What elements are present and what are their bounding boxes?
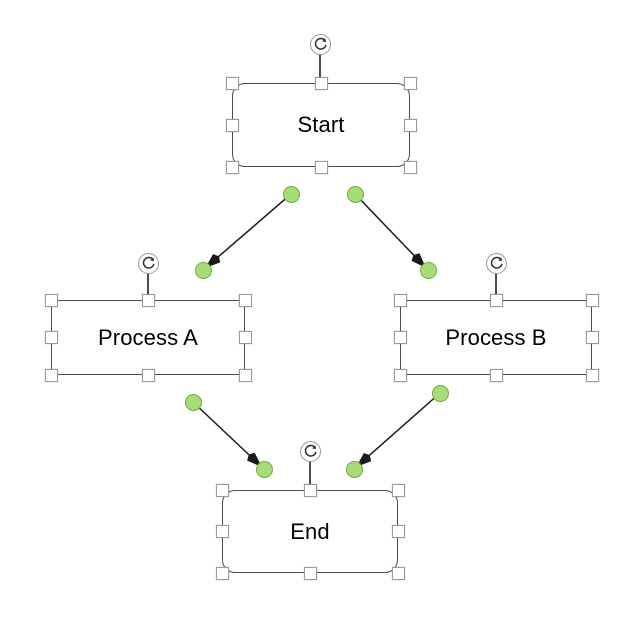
rotation-stem-process-a: [147, 273, 149, 300]
rotation-stem-start: [319, 54, 321, 83]
resize-handle-se-end[interactable]: [391, 566, 405, 580]
node-process-a[interactable]: Process A: [51, 300, 245, 375]
resize-handle-sw-process-b[interactable]: [393, 368, 407, 382]
resize-handle-n-process-a[interactable]: [141, 293, 155, 307]
resize-handle-sw-end[interactable]: [215, 566, 229, 580]
edge-source-endpoint-process-a-to-end[interactable]: [184, 393, 202, 411]
resize-handle-nw-process-a[interactable]: [44, 293, 58, 307]
resize-handle-se-start[interactable]: [403, 160, 417, 174]
resize-handle-ne-process-b[interactable]: [585, 293, 599, 307]
edge-target-endpoint-process-b-to-end[interactable]: [345, 460, 363, 478]
resize-handle-w-start[interactable]: [225, 118, 239, 132]
edge-source-endpoint-start-to-process-a[interactable]: [282, 185, 300, 203]
edge-target-endpoint-start-to-process-a[interactable]: [194, 261, 212, 279]
resize-handle-s-process-a[interactable]: [141, 368, 155, 382]
edge-target-endpoint-start-to-process-b[interactable]: [419, 261, 437, 279]
resize-handle-e-process-b[interactable]: [585, 331, 599, 344]
resize-handle-sw-process-a[interactable]: [44, 368, 58, 382]
node-end[interactable]: End: [222, 490, 398, 573]
rotate-icon[interactable]: [485, 252, 507, 274]
edge-line: [363, 392, 441, 461]
resize-handle-n-start[interactable]: [314, 76, 328, 90]
edge-line: [192, 401, 255, 460]
resize-handle-nw-end[interactable]: [215, 483, 229, 497]
rotate-icon[interactable]: [299, 440, 321, 462]
resize-handle-w-process-a[interactable]: [44, 331, 58, 344]
node-label-start: Start: [297, 112, 345, 137]
node-process-b[interactable]: Process B: [400, 300, 592, 375]
rotation-stem-process-b: [495, 273, 497, 300]
edge-start-to-process-a[interactable]: [205, 193, 292, 269]
resize-handle-s-process-b[interactable]: [489, 368, 503, 382]
resize-handle-e-process-a[interactable]: [238, 331, 252, 344]
rotate-icon[interactable]: [137, 252, 159, 274]
resize-handle-e-end[interactable]: [391, 525, 405, 538]
node-label-process-a: Process A: [98, 324, 198, 350]
node-start[interactable]: Start: [232, 83, 410, 167]
resize-handle-ne-start[interactable]: [403, 76, 417, 90]
edge-line: [213, 193, 292, 262]
rotate-icon[interactable]: [309, 33, 331, 55]
node-label-end: End: [290, 518, 330, 544]
resize-handle-ne-end[interactable]: [391, 483, 405, 497]
resize-handle-w-end[interactable]: [215, 525, 229, 538]
edge-source-endpoint-start-to-process-b[interactable]: [346, 185, 364, 203]
resize-handle-n-process-b[interactable]: [489, 293, 503, 307]
resize-handle-nw-start[interactable]: [225, 76, 239, 90]
resize-handle-w-process-b[interactable]: [393, 331, 407, 344]
edge-source-endpoint-process-b-to-end[interactable]: [431, 384, 449, 402]
resize-handle-nw-process-b[interactable]: [393, 293, 407, 307]
resize-handle-sw-start[interactable]: [225, 160, 239, 174]
resize-handle-s-start[interactable]: [314, 160, 328, 174]
edge-target-endpoint-process-a-to-end[interactable]: [255, 460, 273, 478]
resize-handle-se-process-b[interactable]: [585, 368, 599, 382]
edge-process-a-to-end[interactable]: [192, 401, 262, 467]
rotation-stem-end: [309, 461, 311, 490]
resize-handle-e-start[interactable]: [403, 118, 417, 132]
resize-handle-se-process-a[interactable]: [238, 368, 252, 382]
resize-handle-n-end[interactable]: [303, 483, 317, 497]
edge-process-b-to-end[interactable]: [356, 392, 441, 468]
node-label-process-b: Process B: [445, 324, 547, 350]
edge-line: [354, 193, 419, 261]
edge-start-to-process-b[interactable]: [354, 193, 426, 268]
resize-handle-ne-process-a[interactable]: [238, 293, 252, 307]
resize-handle-s-end[interactable]: [303, 566, 317, 580]
